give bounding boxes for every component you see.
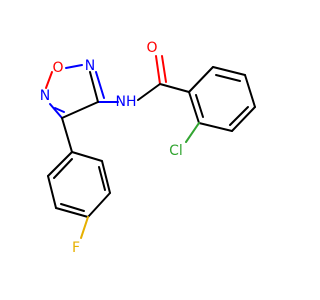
atom-label-oxygen-carbonyl: O <box>146 40 157 56</box>
bond <box>155 55 161 85</box>
bond <box>54 107 65 113</box>
bond <box>229 106 249 126</box>
bond <box>55 207 89 218</box>
atom-label-fluorine: F <box>72 240 80 256</box>
bonds <box>45 55 256 239</box>
bond <box>71 151 103 162</box>
bond <box>49 103 63 119</box>
bond <box>65 64 83 69</box>
bond <box>61 117 73 153</box>
bond <box>53 158 73 179</box>
bond <box>195 94 204 118</box>
bond <box>161 55 167 83</box>
bond <box>80 216 89 239</box>
bond <box>212 66 246 76</box>
bond <box>137 83 161 101</box>
bond <box>61 101 99 119</box>
bond <box>47 175 57 209</box>
bond <box>244 74 256 108</box>
bond <box>231 106 256 132</box>
bond <box>198 122 233 132</box>
atom-labels: O O N N NH Cl F <box>40 40 183 256</box>
atom-label-amide-nh: NH <box>116 94 137 110</box>
bond <box>98 166 106 191</box>
atom-label-nitrogen-ring-left: N <box>40 88 50 104</box>
bond <box>159 83 190 93</box>
bond <box>95 71 105 99</box>
bond <box>188 91 200 124</box>
bond <box>45 71 53 89</box>
molecule-structure: O O N N NH Cl F <box>40 40 256 256</box>
bond <box>60 203 85 212</box>
bond <box>101 160 111 194</box>
bond <box>188 66 214 93</box>
atom-label-chlorine: Cl <box>169 143 183 159</box>
bond <box>87 192 111 218</box>
atom-label-oxygen-ring: O <box>52 60 63 76</box>
bond <box>185 122 200 143</box>
atom-label-nitrogen-ring-top: N <box>85 58 95 74</box>
bond <box>89 71 99 103</box>
bond <box>47 151 73 177</box>
bond <box>215 74 241 82</box>
